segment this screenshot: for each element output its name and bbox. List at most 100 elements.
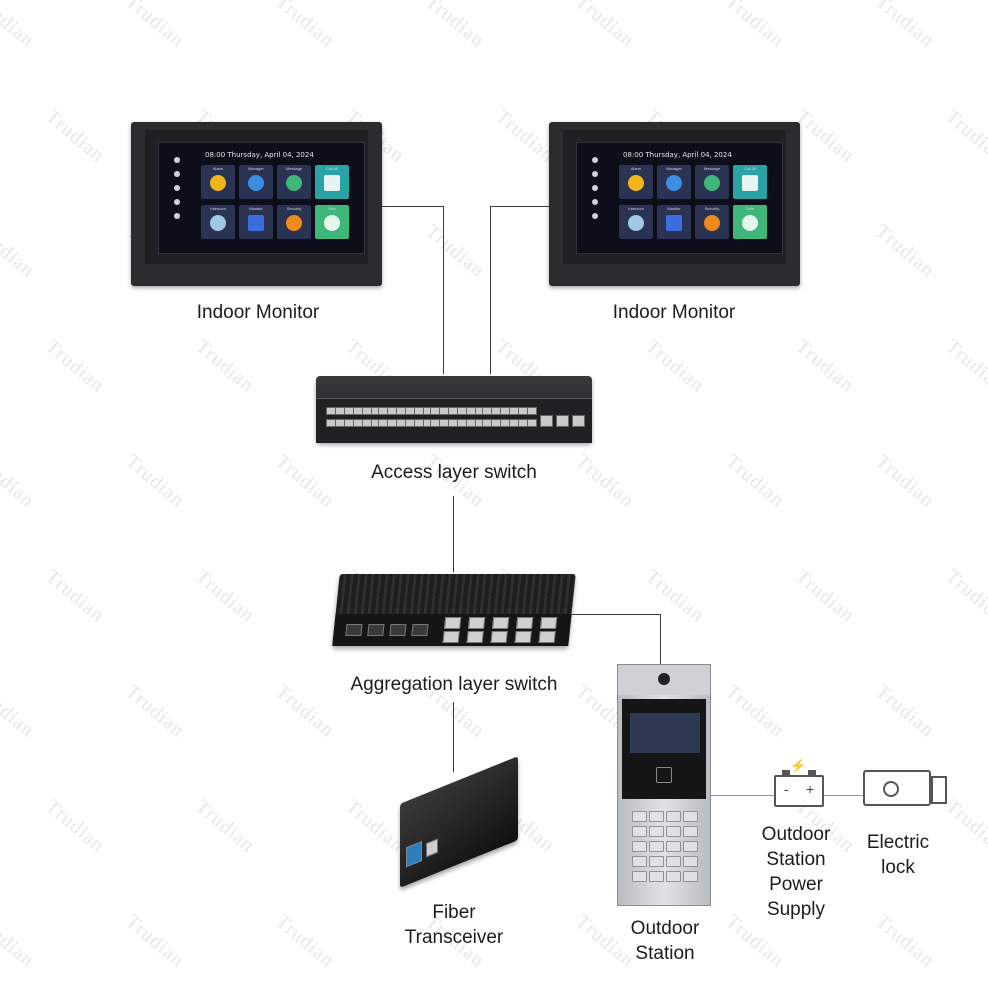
tile-label: Alarm: [630, 166, 642, 171]
station-display-panel: [622, 699, 706, 799]
tile-label: Message: [285, 166, 303, 171]
tile-monitor: Monitor: [657, 205, 691, 239]
keypad-key: [632, 826, 647, 837]
terminal: [782, 770, 790, 775]
shield-check-icon: [742, 215, 758, 231]
monitor-screen: 08:00 Thursday, April 04, 2024 Alarm Man…: [576, 142, 783, 254]
camera-icon: [248, 215, 264, 231]
electric-lock: [863, 770, 947, 806]
tile-label: Intercom: [210, 206, 226, 211]
watermark-text: Trudian: [191, 795, 259, 857]
keypad-key: [666, 856, 681, 867]
monitor-time-text: 08:00 Thursday, April 04, 2024: [205, 151, 314, 159]
label-indoor-monitor-right: Indoor Monitor: [612, 302, 736, 323]
ethernet-port: [527, 419, 537, 427]
watermark-text: Trudian: [871, 450, 939, 512]
label-access-switch: Access layer switch: [371, 462, 537, 483]
watermark-text: Trudian: [721, 450, 789, 512]
label-line: Fiber: [432, 902, 476, 923]
ethernet-port: [468, 617, 486, 629]
watermark-text: Trudian: [871, 220, 939, 282]
bell-icon: [628, 175, 644, 191]
label-fiber-transceiver: Fiber Transceiver: [384, 900, 524, 950]
tile-alarm: Alarm: [201, 165, 235, 199]
ethernet-port: [538, 631, 556, 643]
monitor-screen: 08:00 Thursday, April 04, 2024 Alarm Man…: [158, 142, 365, 254]
keypad-key: [649, 856, 664, 867]
ethernet-port: [444, 617, 462, 629]
watermark-text: Trudian: [121, 450, 189, 512]
wire-station-to-psu: [709, 795, 774, 796]
ethernet-port: [527, 407, 537, 415]
tile-message: Message: [695, 165, 729, 199]
keypad-key: [632, 811, 647, 822]
station-top: [618, 665, 710, 695]
label-aggregation-switch: Aggregation layer switch: [350, 674, 558, 695]
watermark-text: Trudian: [941, 335, 988, 397]
tile-label: Alarm: [212, 166, 224, 171]
watermark-text: Trudian: [0, 680, 39, 742]
label-outdoor-station: Outdoor Station: [604, 916, 726, 966]
keypad-key: [632, 841, 647, 852]
keypad-key: [683, 826, 698, 837]
station-screen: [630, 713, 700, 753]
watermark-text: Trudian: [271, 910, 339, 972]
keypad-key: [683, 811, 698, 822]
shield-icon: [286, 215, 302, 231]
watermark-text: Trudian: [941, 105, 988, 167]
watermark-text: Trudian: [571, 450, 639, 512]
tile-manager: Manager: [657, 165, 691, 199]
watermark-text: Trudian: [271, 450, 339, 512]
keypad-key: [632, 856, 647, 867]
monitor-side-menu: [583, 149, 607, 247]
watermark-text: Trudian: [871, 680, 939, 742]
tile-security: Security: [277, 205, 311, 239]
watermark-text: Trudian: [121, 910, 189, 972]
sfp-port: [411, 624, 429, 636]
lightning-icon: ⚡: [790, 758, 807, 773]
access-layer-switch: [316, 376, 592, 443]
watermark-text: Trudian: [41, 335, 109, 397]
fiber-transceiver: [400, 756, 518, 888]
watermark-text: Trudian: [791, 335, 859, 397]
tile-label: Monitor: [249, 206, 263, 211]
tile-label: Call lift: [743, 166, 756, 171]
monitor-time-text: 08:00 Thursday, April 04, 2024: [623, 151, 732, 159]
sfp-port: [572, 415, 585, 427]
message-icon: [286, 175, 302, 191]
keypad-key: [683, 841, 698, 852]
tile-call-lift: Call lift: [315, 165, 349, 199]
watermark-text: Trudian: [421, 220, 489, 282]
label-line: Outdoor: [761, 824, 831, 845]
sfp-port: [389, 624, 407, 636]
wire-left-monitor-v: [443, 206, 444, 374]
keypad-key: [649, 841, 664, 852]
tile-label: Intercom: [628, 206, 644, 211]
station-keypad: [618, 805, 710, 885]
watermark-text: Trudian: [0, 220, 39, 282]
tile-security: Security: [695, 205, 729, 239]
keypad-key: [649, 871, 664, 882]
watermark-text: Trudian: [791, 565, 859, 627]
ethernet-port: [466, 631, 484, 643]
tile-label: Monitor: [667, 206, 681, 211]
minus-sign: -: [784, 781, 789, 797]
shield-check-icon: [324, 215, 340, 231]
watermark-text: Trudian: [191, 565, 259, 627]
watermark-text: Trudian: [641, 335, 709, 397]
watermark-text: Trudian: [0, 450, 39, 512]
bell-icon: [210, 175, 226, 191]
intercom-icon: [210, 215, 226, 231]
outdoor-station-power-supply: - +: [774, 770, 824, 807]
watermark-text: Trudian: [871, 0, 939, 52]
intercom-icon: [628, 215, 644, 231]
watermark-text: Trudian: [871, 910, 939, 972]
watermark-text: Trudian: [41, 565, 109, 627]
keypad-key: [666, 841, 681, 852]
label-line: Electric: [866, 832, 930, 853]
plus-sign: +: [806, 781, 815, 797]
wire-right-monitor-v: [490, 206, 491, 374]
tile-label: Manager: [666, 166, 682, 171]
headset-icon: [666, 175, 682, 191]
keypad-key: [666, 826, 681, 837]
